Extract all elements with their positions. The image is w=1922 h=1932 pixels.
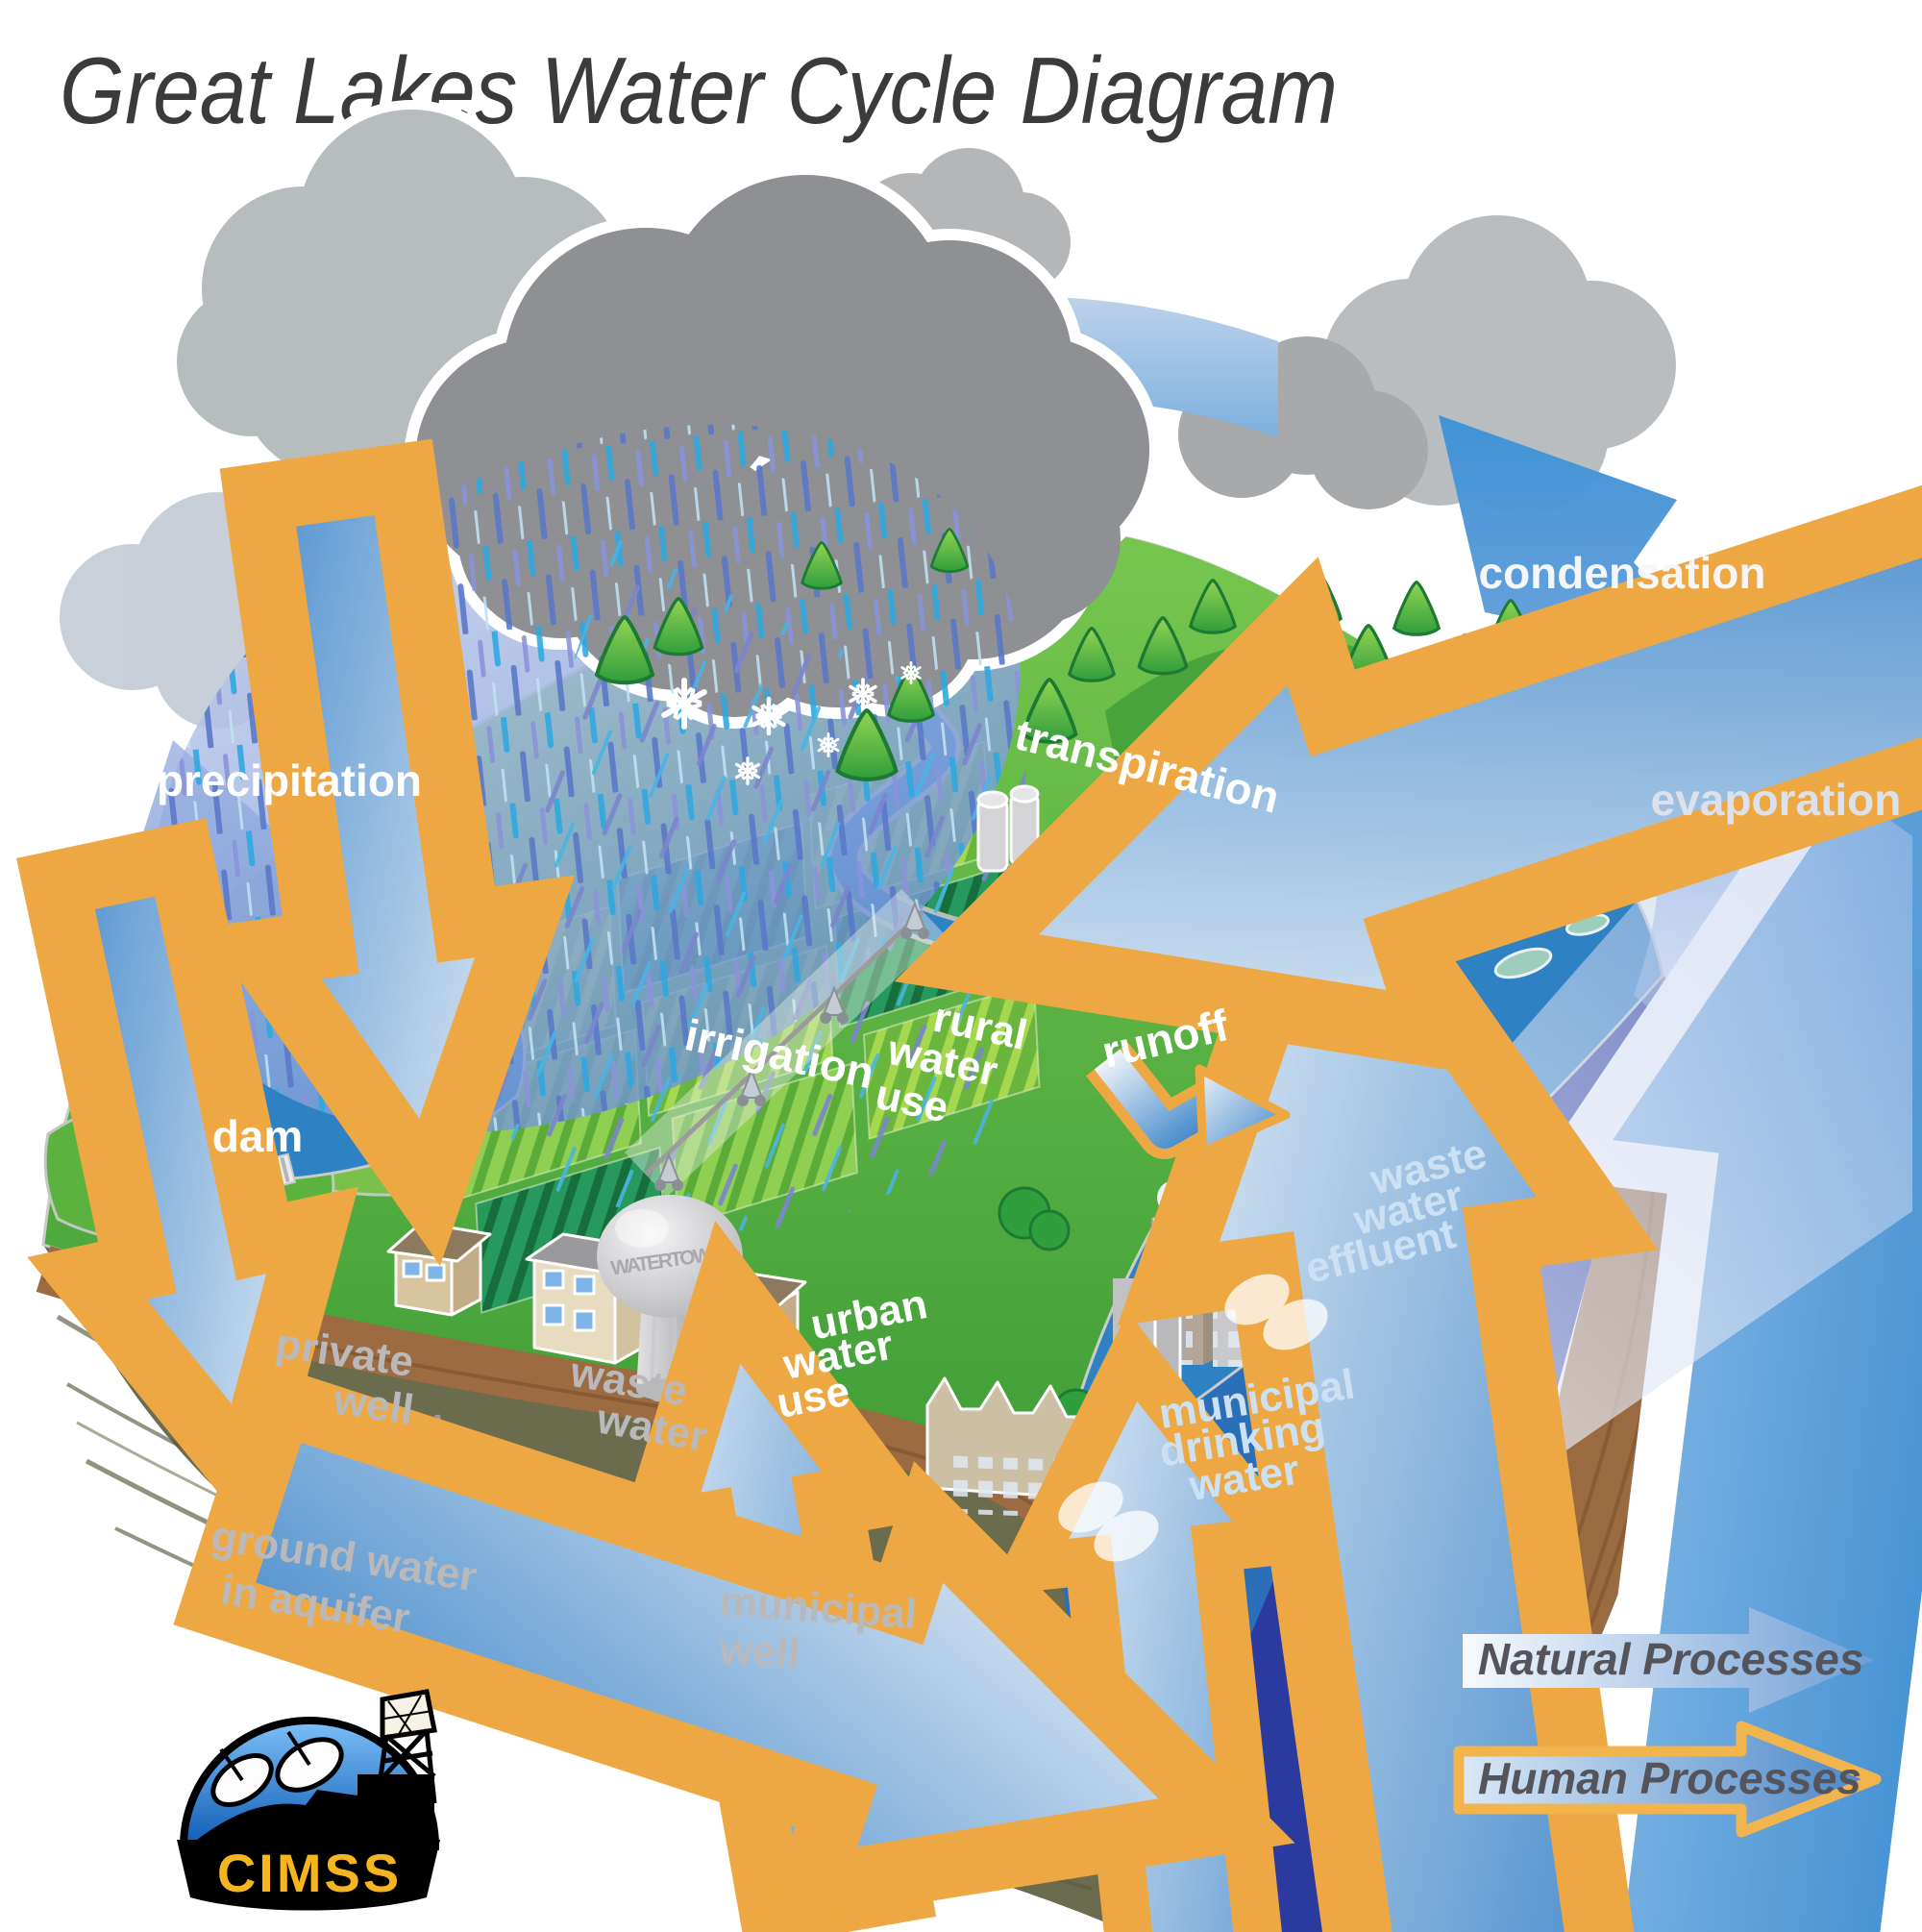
islands: [1493, 913, 1610, 979]
logo-silhouette: [177, 1774, 440, 1911]
legend-human-arrow: [1453, 1721, 1882, 1838]
label-precipitation: precipitation: [157, 755, 422, 805]
silos: [976, 784, 1040, 873]
label-dam: dam: [212, 1111, 304, 1161]
house-hill: [386, 1221, 492, 1317]
svg-text:well: well: [717, 1625, 801, 1678]
logo-water-tower: [374, 1689, 437, 1806]
logo-dishes: [210, 1730, 344, 1807]
drinking-water-pipes: [1058, 1481, 1159, 1562]
human-process-arrows: [6, 393, 1922, 1932]
page-title: Great Lakes Water Cycle Diagram: [60, 37, 1338, 143]
effluent-pipes: [1224, 1274, 1328, 1350]
irrigation-sprinklers: [624, 888, 945, 1198]
cimss-logo: CIMSS: [177, 1689, 440, 1911]
legend: Natural Processes Human Processes: [1453, 1607, 1882, 1838]
label-municipal-well: municipal well: [717, 1577, 918, 1678]
label-evaporation: evaporation: [1651, 775, 1902, 825]
svg-text:well: well: [330, 1376, 416, 1434]
runoff-arrow: [1086, 1042, 1291, 1159]
label-condensation: condensation: [1478, 548, 1765, 598]
legend-human-label: Human Processes: [1478, 1753, 1861, 1803]
logo-acronym: CIMSS: [217, 1843, 402, 1903]
legend-natural-label: Natural Processes: [1478, 1634, 1863, 1684]
legend-natural-arrow: [1463, 1607, 1874, 1713]
